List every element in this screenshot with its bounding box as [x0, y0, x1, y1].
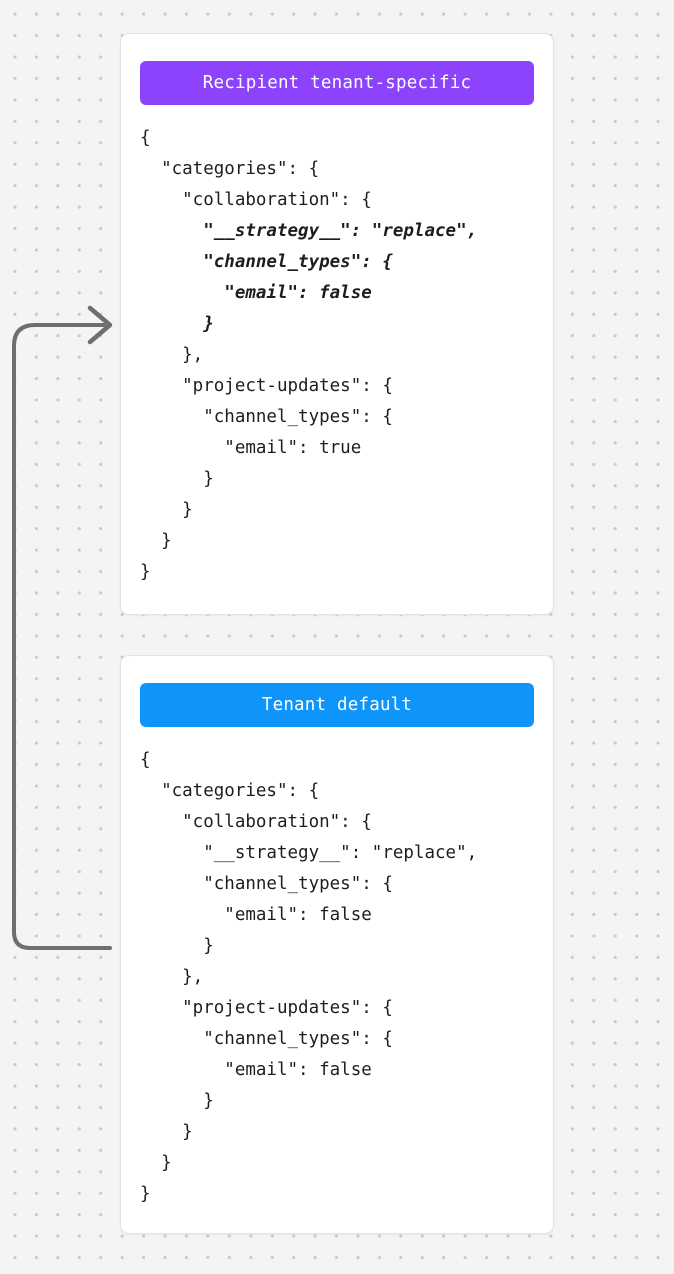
card-header-tenant-default: Tenant default: [140, 683, 534, 727]
code-line: "categories": {: [140, 781, 320, 801]
code-line: "channel_types": {: [140, 252, 393, 272]
code-line: "categories": {: [140, 159, 320, 179]
code-line: }: [140, 1122, 193, 1142]
code-line: }: [140, 562, 151, 582]
flow-arrow: [12, 305, 113, 950]
code-line: "email": true: [140, 438, 362, 458]
code-line: "email": false: [140, 1060, 372, 1080]
code-line: }: [140, 531, 172, 551]
code-line: "collaboration": {: [140, 190, 372, 210]
card-recipient-tenant-specific[interactable]: Recipient tenant-specific { "categories"…: [120, 33, 554, 615]
card-tenant-default[interactable]: Tenant default { "categories": { "collab…: [120, 655, 554, 1234]
code-block-tenant-default: { "categories": { "collaboration": { "__…: [140, 745, 534, 1210]
code-line: }: [140, 1184, 151, 1204]
code-line: }: [140, 1153, 172, 1173]
code-line: "channel_types": {: [140, 407, 393, 427]
code-line: "__strategy__": "replace",: [140, 843, 478, 863]
code-line: {: [140, 128, 151, 148]
flow-arrow-head-icon: [87, 305, 113, 345]
code-line: "channel_types": {: [140, 874, 393, 894]
code-line: }: [140, 1091, 214, 1111]
code-line: "project-updates": {: [140, 998, 393, 1018]
code-line: }: [140, 500, 193, 520]
code-line: "email": false: [140, 283, 372, 303]
code-line: "collaboration": {: [140, 812, 372, 832]
code-line: }: [140, 936, 214, 956]
card-header-recipient-tenant-specific: Recipient tenant-specific: [140, 61, 534, 105]
code-line: {: [140, 750, 151, 770]
code-block-recipient-tenant-specific: { "categories": { "collaboration": { "__…: [140, 123, 534, 588]
code-line: },: [140, 967, 204, 987]
code-line: "project-updates": {: [140, 376, 393, 396]
flow-arrow-path: [12, 323, 112, 950]
code-line: }: [140, 469, 214, 489]
code-line: "__strategy__": "replace",: [140, 221, 478, 241]
code-line: }: [140, 314, 214, 334]
code-line: "email": false: [140, 905, 372, 925]
code-line: },: [140, 345, 204, 365]
code-line: "channel_types": {: [140, 1029, 393, 1049]
